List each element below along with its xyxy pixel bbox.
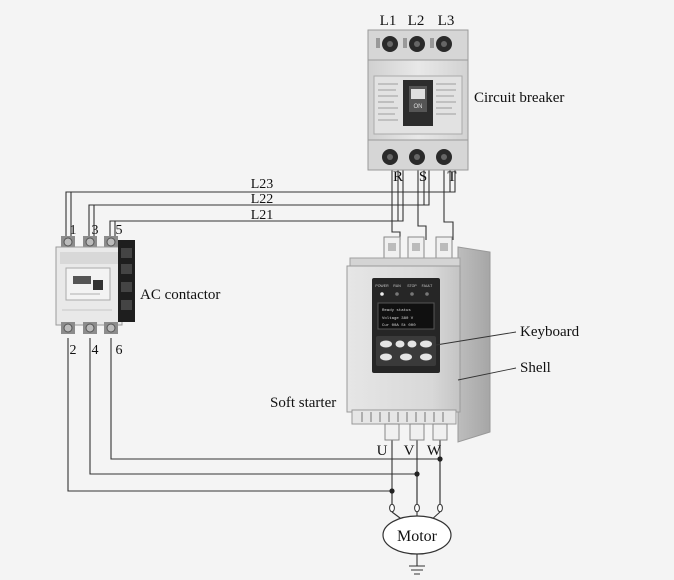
label-l22: L22 — [251, 192, 274, 207]
wire-r-to-starter — [391, 167, 401, 240]
wire-l23-pair — [70, 167, 456, 237]
label-s: S — [419, 169, 427, 185]
ac-contactor-label: AC contactor — [140, 287, 220, 303]
wire-l22-pair — [93, 167, 430, 237]
motor-label: Motor — [397, 528, 438, 545]
breaker-top-terminals — [376, 36, 452, 52]
svg-text:POWER: POWER — [375, 284, 389, 288]
label-r: R — [393, 169, 403, 185]
svg-text:STOP: STOP — [407, 284, 417, 288]
circuit-breaker-label: Circuit breaker — [474, 90, 564, 106]
wire-contactor-2 — [67, 338, 393, 507]
contactor-terminal-6: 6 — [116, 343, 123, 358]
label-l2: L2 — [408, 13, 425, 29]
contactor-terminal-3: 3 — [92, 223, 99, 238]
wires — [65, 167, 456, 575]
contactor-terminal-2: 2 — [70, 343, 77, 358]
starter-terminal-strip — [351, 409, 457, 425]
keyboard-callout-line — [435, 331, 517, 346]
motor-terminal-1 — [389, 503, 395, 513]
junction-dot-v — [414, 471, 420, 477]
display-line-2: Voltage 380 V — [382, 316, 414, 321]
starter-leds: POWER RUN STOP FAULT — [375, 284, 433, 296]
breaker-bottom-terminals — [382, 149, 452, 165]
contactor-terminal-4: 4 — [92, 343, 99, 358]
shell-callout-line — [457, 367, 517, 381]
breaker-fine-print — [378, 83, 456, 121]
label-v: V — [404, 443, 415, 459]
starter-display — [377, 302, 435, 330]
label-l3: L3 — [438, 13, 455, 29]
soft-starter-label: Soft starter — [270, 395, 336, 411]
display-line-3: Cur 00A St 000 — [382, 323, 416, 328]
svg-text:FAULT: FAULT — [422, 284, 433, 288]
display-line-1: Ready status — [382, 308, 411, 313]
circuit-breaker: ON — [367, 29, 469, 171]
breaker-on-mark: ON — [414, 104, 423, 110]
ground-icon — [409, 553, 425, 575]
motor — [382, 515, 452, 555]
label-u: U — [377, 443, 388, 459]
contactor-terminal-5: 5 — [116, 223, 123, 238]
contactor-bottom-screws — [61, 322, 118, 334]
contactor-terminal-1: 1 — [70, 223, 77, 238]
starter-keypad — [376, 336, 436, 366]
wire-t-to-starter — [443, 167, 454, 240]
motor-terminal-3 — [437, 503, 443, 513]
wire-s-to-starter — [417, 167, 427, 240]
junction-dot-w — [437, 456, 443, 462]
label-l21: L21 — [251, 208, 274, 223]
starter-output-terminals — [384, 423, 448, 441]
labels: L1 L2 L3 Circuit breaker R S T L23 L22 L… — [70, 13, 580, 545]
contactor-top-screws — [61, 236, 118, 248]
label-l1: L1 — [380, 13, 397, 29]
ac-contactor — [55, 236, 135, 334]
starter-input-terminals — [383, 236, 453, 264]
svg-text:RUN: RUN — [393, 284, 401, 288]
label-w: W — [427, 443, 442, 459]
motor-terminal-2 — [414, 503, 420, 513]
label-t: T — [447, 169, 456, 185]
shell-label: Shell — [520, 360, 551, 376]
junction-dot-u — [389, 488, 395, 494]
keyboard-label: Keyboard — [520, 324, 580, 340]
label-l23: L23 — [251, 177, 274, 192]
soft-starter: POWER RUN STOP FAULT Ready status Voltag… — [346, 236, 491, 443]
wire-l21-pair — [114, 167, 404, 237]
